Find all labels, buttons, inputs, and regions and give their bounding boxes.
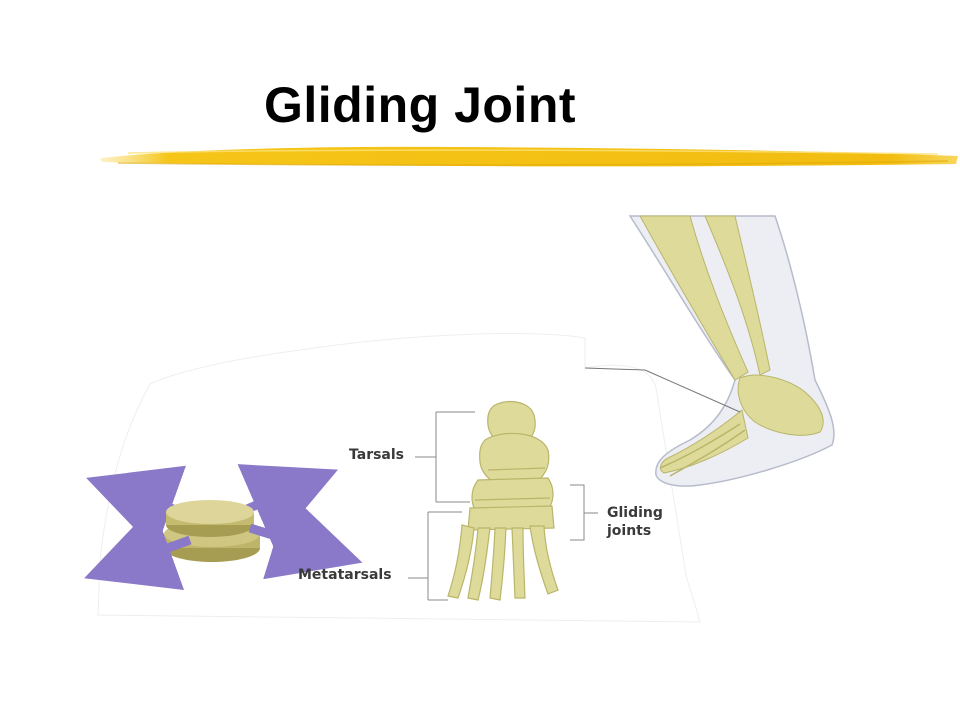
illustration-panel <box>97 333 701 623</box>
foot-bones <box>447 401 559 601</box>
arrow-down-right <box>248 493 363 580</box>
label-tarsals: Tarsals <box>349 447 405 463</box>
gliding-motion-model <box>84 464 363 590</box>
highlighter-stroke <box>100 146 958 167</box>
label-gliding-joints: Gliding joints <box>607 505 663 539</box>
gliding-joint-illustration <box>84 215 835 623</box>
slide-title: Gliding Joint <box>264 77 577 133</box>
leg-foot-illustration <box>584 215 835 487</box>
label-metatarsals: Metatarsals <box>298 567 392 583</box>
arrow-down-left <box>84 505 192 590</box>
label-brackets <box>408 411 598 601</box>
